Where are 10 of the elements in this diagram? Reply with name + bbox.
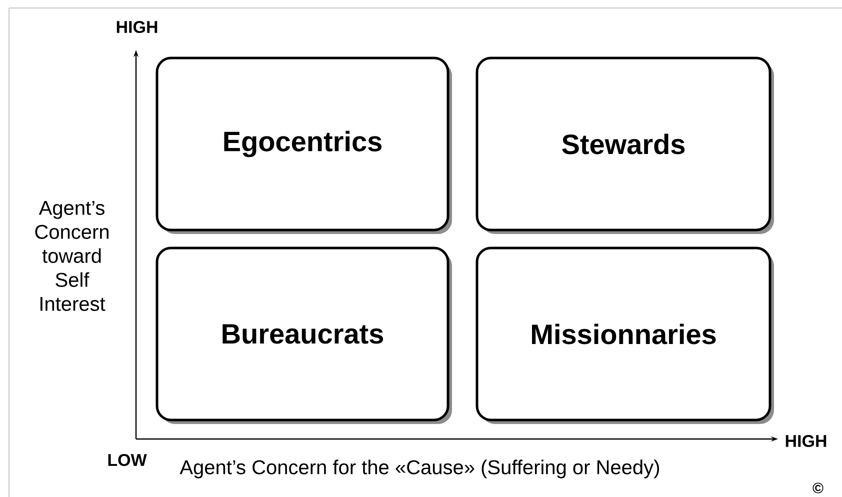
- quadrant-box: Missionnaries: [476, 246, 774, 424]
- axis-label: Agent’s Concern for the «Cause» (Suffering or Needy): [180, 460, 659, 478]
- quadrant-box: Bureaucrats: [156, 246, 452, 424]
- axis-label: HIGH: [116, 20, 158, 34]
- axis-label: HIGH: [786, 434, 826, 448]
- axis-label: Agent’s Concern toward Self Interest: [35, 201, 108, 311]
- quadrant-box: Egocentrics: [156, 56, 452, 234]
- axis-label: ©: [812, 482, 824, 494]
- axis-label: LOW: [108, 454, 147, 466]
- quadrant-box: Stewards: [476, 56, 774, 234]
